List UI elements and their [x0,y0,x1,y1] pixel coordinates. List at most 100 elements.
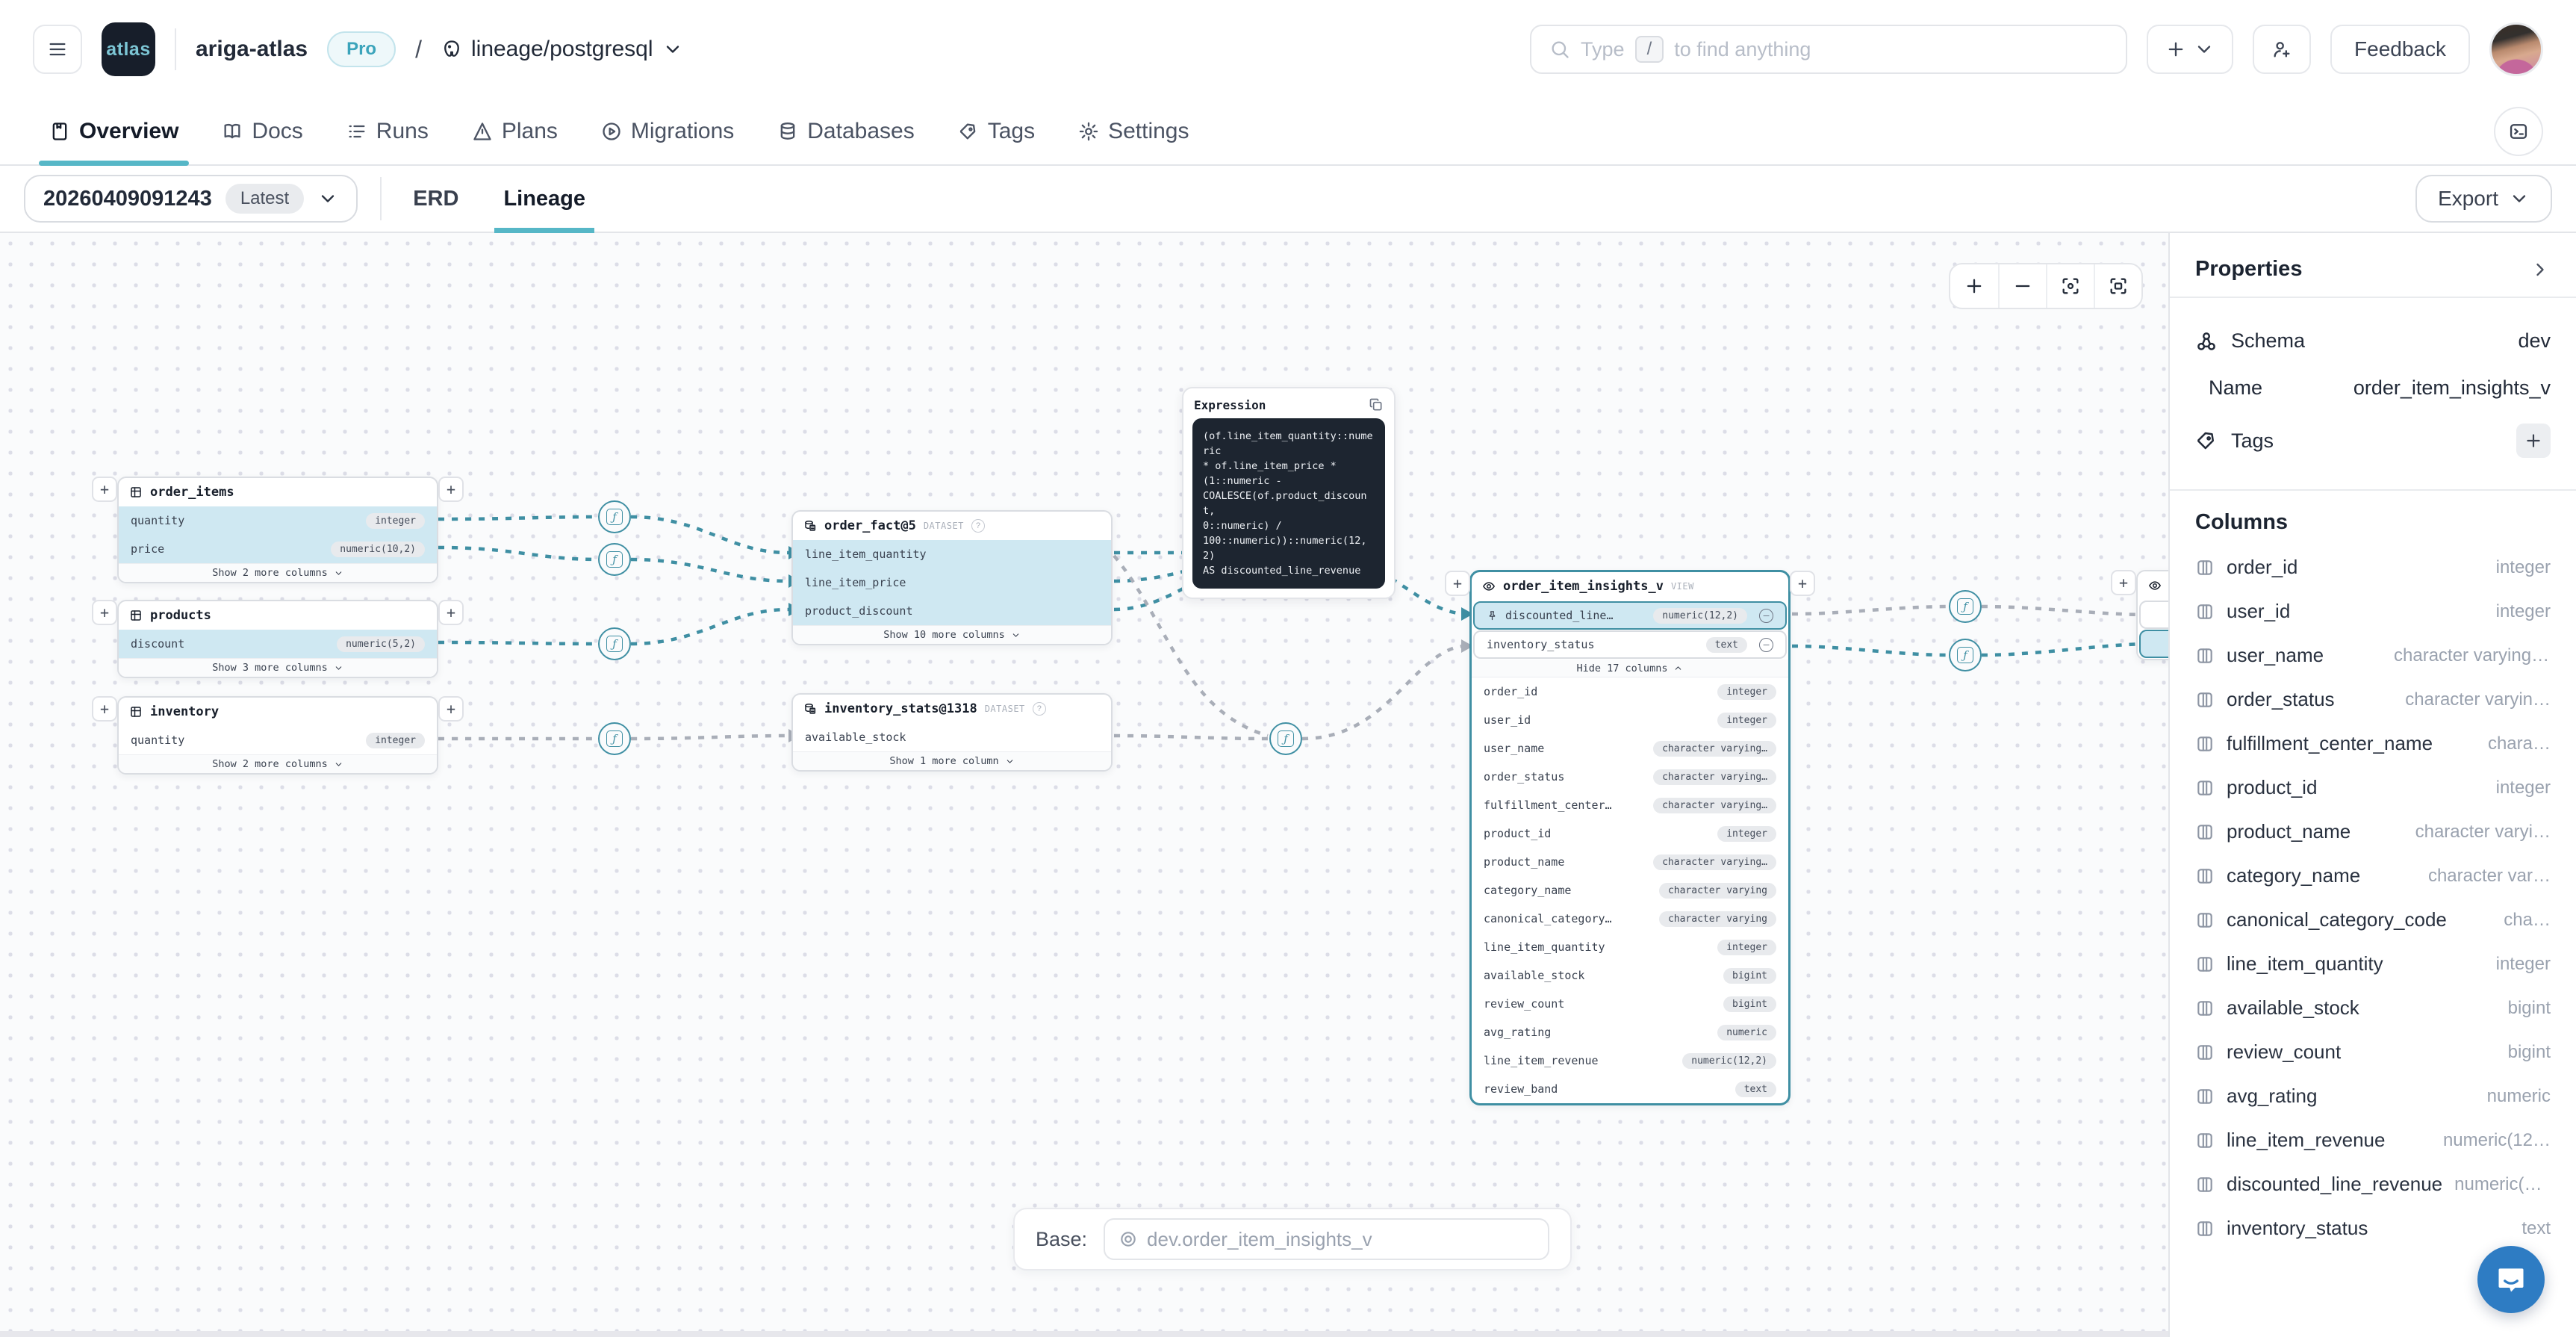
column-row[interactable]: discounted_line…numeric(12,2)– [1473,601,1787,630]
expand-upstream-button[interactable]: + [2111,570,2136,595]
nav-tab-runs[interactable]: Runs [330,99,445,164]
lineage-canvas[interactable]: Expression (of.line_item_quantity::numer… [0,233,2168,1337]
add-tag-button[interactable] [2516,424,2551,458]
column-row[interactable] [2139,630,2168,658]
column-row[interactable]: line_item_quantity [793,540,1111,568]
expand-upstream-button[interactable]: + [92,696,117,722]
nav-tab-docs[interactable]: Docs [205,99,319,164]
properties-header[interactable]: Properties [2195,257,2551,282]
column-row[interactable] [2139,601,2168,629]
feedback-button[interactable]: Feedback [2330,25,2470,74]
column-row[interactable]: fulfillment_center…character varying… [1472,791,1788,819]
nav-tab-migrations[interactable]: Migrations [585,99,750,164]
remove-column-icon[interactable]: – [1759,637,1773,652]
project-selector[interactable]: lineage/postgresql [441,37,683,62]
version-selector[interactable]: 20260409091243 Latest [24,175,358,223]
function-node[interactable]: ƒ [1949,639,1982,671]
base-table-input[interactable]: dev.order_item_insights_v [1104,1218,1549,1260]
copy-icon[interactable] [1369,397,1384,412]
column-row[interactable]: canonical_category…character varying [1472,905,1788,933]
expand-downstream-button[interactable]: + [1790,571,1815,596]
show-more-columns-toggle[interactable]: Show 2 more columns [119,563,437,582]
function-node[interactable]: ƒ [1949,590,1982,623]
hide-columns-toggle[interactable]: Hide 17 columns [1472,660,1788,677]
fit-view-button[interactable] [2094,264,2141,308]
atlas-logo[interactable]: atlas [102,22,155,76]
view-tab-lineage[interactable]: Lineage [494,166,594,233]
lineage-node-clipped_view[interactable]: ++ [2111,570,2168,660]
create-button[interactable] [2147,25,2234,74]
view-tab-erd[interactable]: ERD [413,186,459,211]
horizontal-scrollbar[interactable] [0,1331,2168,1337]
nav-tab-settings[interactable]: Settings [1062,99,1205,164]
function-node[interactable]: ƒ [598,722,631,755]
nav-tab-plans[interactable]: Plans [455,99,574,164]
focus-selection-button[interactable] [2046,264,2094,308]
column-row[interactable]: product_discount [793,597,1111,625]
expand-downstream-button[interactable]: + [438,600,464,625]
show-more-columns-toggle[interactable]: Show 3 more columns [119,658,437,677]
search-input[interactable]: Type / to find anything [1530,25,2128,74]
menu-button[interactable] [33,25,82,74]
remove-column-icon[interactable]: – [1759,608,1773,623]
expand-downstream-button[interactable]: + [438,696,464,722]
function-node[interactable]: ƒ [598,500,631,533]
expand-downstream-button[interactable]: + [438,477,464,502]
zoom-in-button[interactable] [1950,264,1998,308]
show-more-columns-toggle[interactable]: Show 2 more columns [119,754,437,773]
nav-tab-databases[interactable]: Databases [761,99,930,164]
expand-upstream-button[interactable]: + [1445,571,1470,596]
chat-widget-button[interactable] [2477,1246,2545,1313]
expand-upstream-button[interactable]: + [92,477,117,502]
user-avatar[interactable] [2489,22,2543,76]
nav-tab-overview[interactable]: Overview [33,99,195,166]
help-icon[interactable]: ? [1032,702,1046,716]
column-row[interactable]: line_item_price [793,568,1111,597]
function-node[interactable]: ƒ [598,543,631,576]
export-button[interactable]: Export [2415,175,2552,223]
function-node[interactable]: ƒ [598,627,631,660]
column-row[interactable]: available_stock [793,723,1111,751]
invite-user-button[interactable] [2253,25,2312,74]
help-icon[interactable]: ? [971,519,985,533]
expand-upstream-button[interactable]: + [92,600,117,625]
nav-tab-tags[interactable]: Tags [942,99,1051,164]
zoom-out-button[interactable] [1998,264,2046,308]
